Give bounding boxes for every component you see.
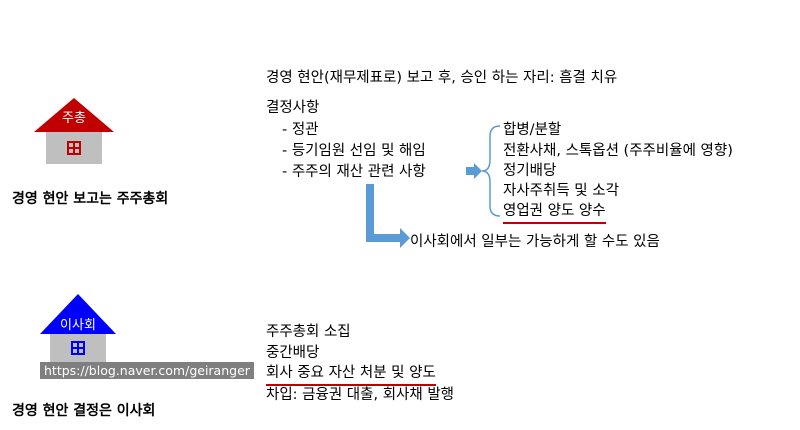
window-icon: [67, 141, 81, 155]
brace-bracket: [481, 125, 501, 217]
window-icon: [71, 341, 85, 355]
watermark: https://blog.naver.com/geiranger: [40, 362, 254, 379]
property-item: 자사주취득 및 소각: [503, 183, 619, 199]
shareholders-house-icon: 주총: [34, 98, 114, 166]
decision-item: - 주주의 재산 관련 사항: [282, 164, 426, 180]
property-item: 정기배당: [503, 163, 557, 179]
decision-item: - 정관: [282, 122, 319, 138]
property-item: 전환사채, 스톡옵션 (주주비율에 영향): [503, 143, 733, 159]
board-icon-label: 이사회: [60, 318, 96, 333]
shareholders-heading: 경영 현안(재무제표로) 보고 후, 승인 하는 자리: 흠결 치유: [266, 70, 618, 86]
connector-arrows: [366, 125, 501, 248]
shareholders-caption: 경영 현안 보고는 주주총회: [12, 191, 169, 207]
property-item-highlighted: 영업권 양도 양수: [503, 201, 606, 224]
board-item: 중간배당: [266, 345, 320, 361]
property-item: 합병/분할: [503, 122, 562, 138]
board-note: 이사회에서 일부는 가능하게 할 수도 있음: [410, 234, 660, 250]
board-item: 차입: 금융권 대출, 회사채 발행: [266, 387, 455, 403]
board-caption: 경영 현안 결정은 이사회: [12, 403, 156, 419]
house-shape: [34, 98, 114, 164]
decision-item: - 등기임원 선임 및 해임: [282, 143, 426, 159]
board-item-highlighted: 회사 중요 자산 처분 및 양도: [266, 363, 436, 386]
shareholders-icon-label: 주총: [62, 111, 86, 126]
board-house-icon: 이사회: [38, 294, 118, 366]
decisions-title: 결정사항: [266, 100, 320, 116]
down-right-arrow-icon: [366, 184, 410, 248]
right-arrow-icon: [466, 163, 482, 179]
board-item: 주주총회 소집: [266, 324, 351, 340]
